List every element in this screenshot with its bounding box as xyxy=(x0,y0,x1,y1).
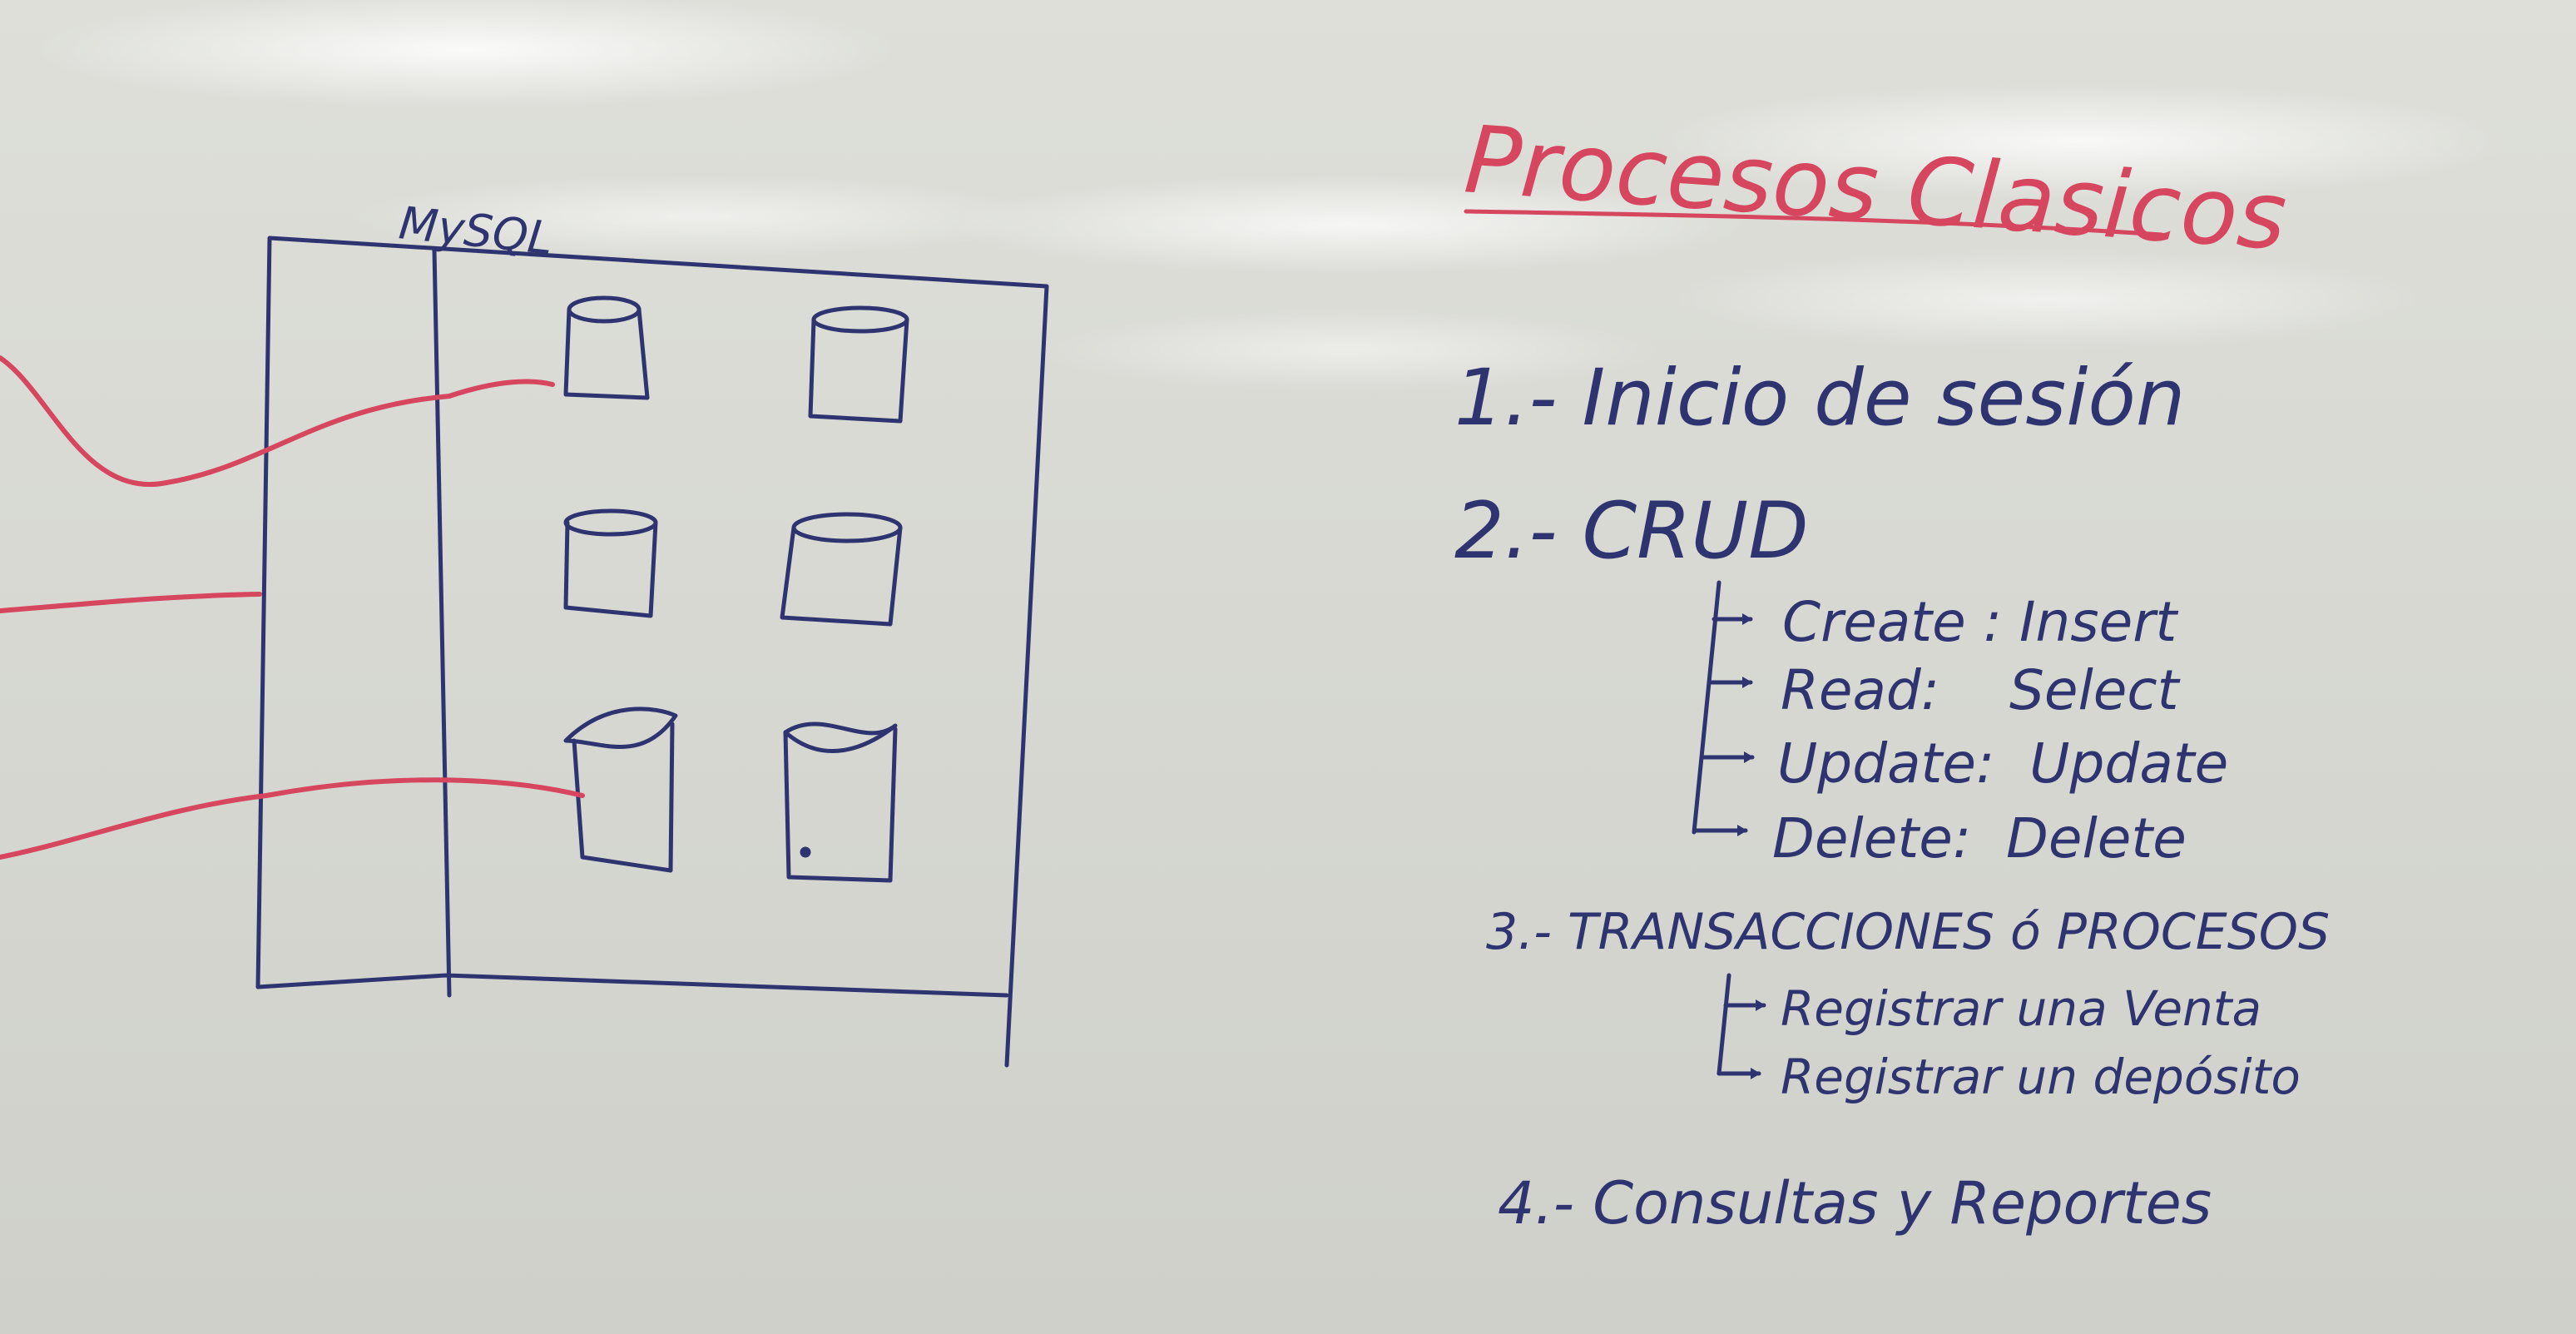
crud-delete: Delete: Delete xyxy=(1772,806,2187,870)
database-icon xyxy=(563,295,650,400)
crud-update: Update: Update xyxy=(1777,731,2228,796)
connection-line xyxy=(0,777,585,860)
database-icon xyxy=(808,305,909,424)
list-item-3: 3.- TRANSACCIONES ó PROCESOS xyxy=(1486,903,2330,961)
notes-title: Procesos Clasicos xyxy=(1461,106,2290,271)
database-icon xyxy=(780,512,903,627)
crud-tree xyxy=(1692,580,1755,836)
database-icon xyxy=(563,707,678,873)
database-icon xyxy=(563,508,658,618)
database-icon xyxy=(783,722,898,883)
transactions-tree xyxy=(1717,973,1766,1079)
connection-line xyxy=(0,355,555,487)
mysql-server-diagram xyxy=(255,236,1049,1068)
transaction-venta: Registrar una Venta xyxy=(1781,980,2261,1037)
list-item-2: 2.- CRUD xyxy=(1454,486,1809,577)
transaction-deposito: Registrar un depósito xyxy=(1781,1049,2301,1105)
list-item-1: 1.- Inicio de sesión xyxy=(1454,353,2185,444)
mysql-label: MySQL xyxy=(397,196,556,265)
crud-create: Create : Insert xyxy=(1782,590,2178,654)
list-item-4: 4.- Consultas y Reportes xyxy=(1498,1169,2212,1237)
server-divider-line xyxy=(432,247,452,998)
client-connections xyxy=(0,355,585,860)
server-box-outline xyxy=(255,236,1049,1068)
crud-read: Read: Select xyxy=(1781,658,2181,722)
title-underline xyxy=(1464,209,2164,237)
connection-line xyxy=(0,592,262,613)
